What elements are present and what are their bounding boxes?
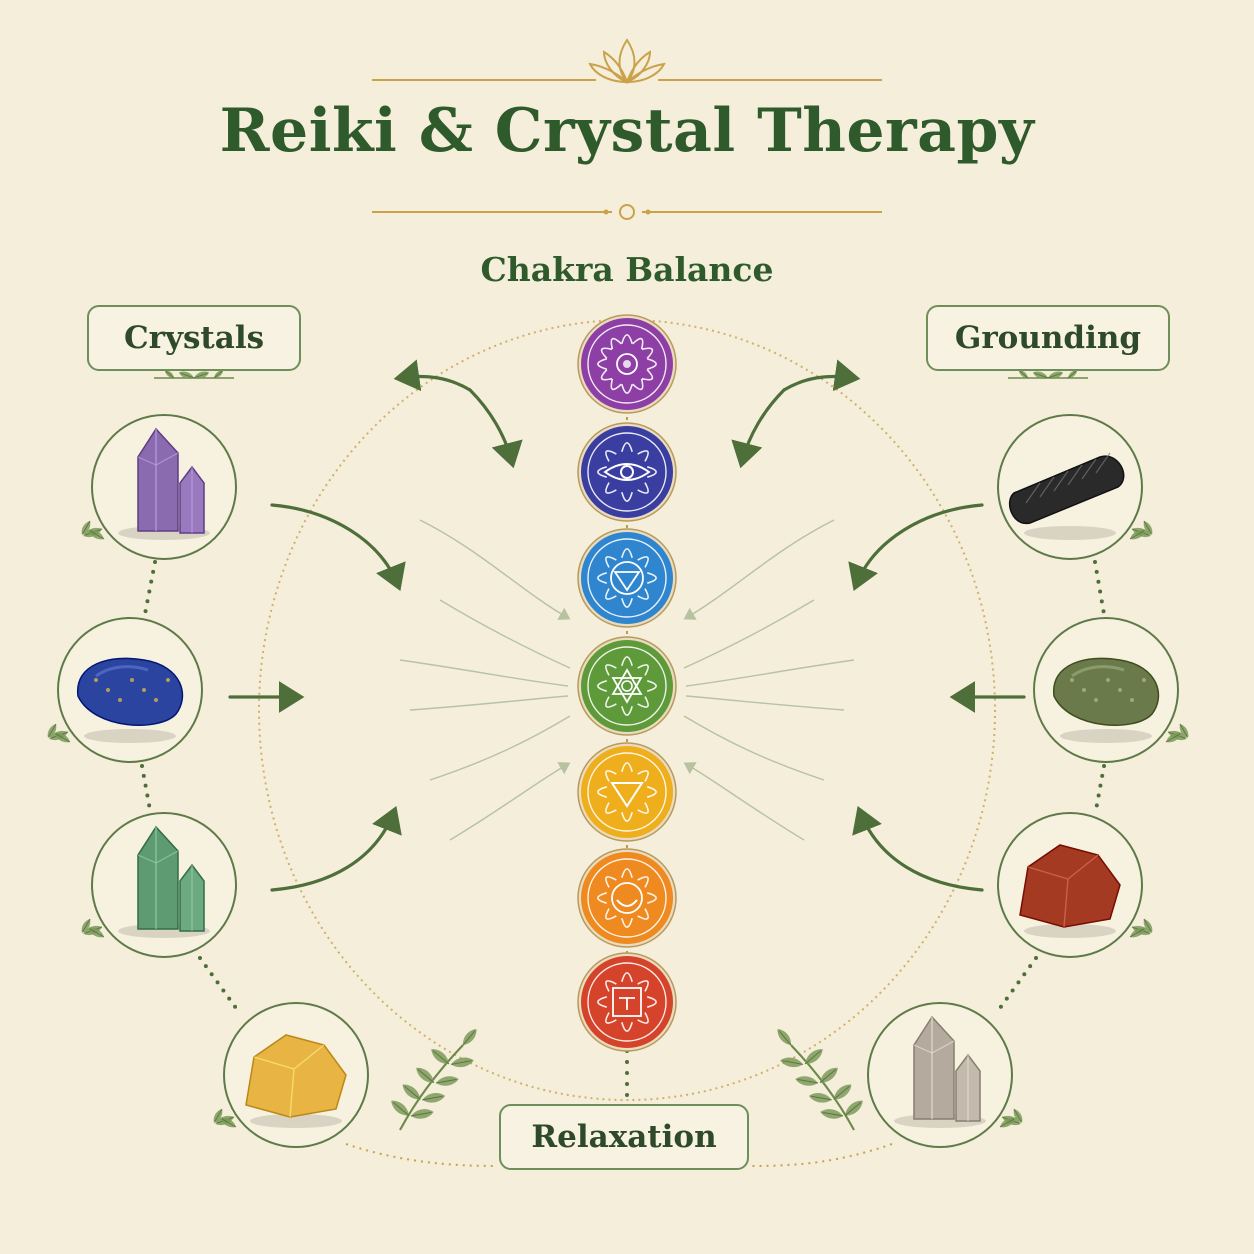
energy-flow-lines (399, 519, 855, 841)
leaf-icon (435, 1076, 459, 1086)
leaf-icon (780, 1057, 804, 1068)
red-jasper-icon (1019, 844, 1121, 938)
leaf-icon (410, 1109, 434, 1119)
leaf-icon (1032, 371, 1049, 379)
page-title: Reiki & Crystal Therapy (219, 96, 1035, 166)
crystal-lapis-lazuli (47, 617, 203, 763)
crystal-black-tourmaline (997, 414, 1153, 560)
laurel-sprig (777, 1029, 863, 1131)
crystal-circles (47, 414, 1189, 1148)
leaf-icon (193, 371, 210, 379)
leaf-icon (1143, 918, 1153, 933)
lapis-lazuli-icon (77, 657, 184, 743)
amethyst-icon (118, 427, 210, 540)
leaf-icon (164, 370, 175, 379)
leaf-icon (804, 1049, 823, 1065)
title-ornament-bottom (372, 204, 882, 220)
chakra-heart (577, 636, 677, 746)
leaf-icon (213, 1108, 223, 1123)
bottom-laurel-decorations (391, 1029, 863, 1131)
label-leaf-decorations (154, 370, 1088, 379)
crystal-amethyst (81, 414, 237, 560)
smoky-quartz-icon (894, 1015, 986, 1128)
green-aventurine-icon (118, 825, 210, 938)
leaf-icon (1018, 370, 1029, 379)
leaf-icon (795, 1076, 819, 1086)
lotus-icon (597, 334, 657, 394)
energy-field-ellipse (258, 319, 996, 1101)
leaf-icon (213, 370, 224, 379)
leaf-icon (819, 1067, 838, 1084)
citrine-icon (245, 1034, 347, 1128)
leaf-icon (402, 1084, 421, 1100)
star-icon (597, 656, 657, 716)
down-triangle-icon (597, 762, 657, 822)
black-tourmaline-icon (1009, 452, 1125, 540)
chakra-stack (577, 314, 677, 1052)
chakra-third-eye (577, 422, 677, 532)
leaf-icon (1179, 723, 1189, 738)
leaf-icon (422, 1093, 446, 1103)
leaf-icon (1047, 371, 1064, 379)
crystals-label: Crystals (87, 305, 301, 371)
leaf-icon (1129, 529, 1146, 540)
leaf-icon (820, 1109, 844, 1119)
leaf-icon (391, 1100, 410, 1116)
leaf-icon (220, 1117, 237, 1128)
chakra-root (577, 952, 677, 1052)
eye-icon (597, 442, 657, 502)
leaf-icon (81, 918, 91, 933)
crystal-green-aventurine (81, 812, 237, 958)
leaf-icon (1067, 370, 1078, 379)
crescent-icon (597, 868, 657, 928)
crystal-red-jasper (997, 812, 1153, 958)
leaf-icon (808, 1093, 832, 1103)
leaf-icon (1165, 732, 1182, 743)
grounding-label: Grounding (926, 305, 1170, 371)
chakra-balance-heading: Chakra Balance (480, 250, 774, 289)
chakra-solar-plexus (577, 742, 677, 852)
leaf-icon (54, 732, 71, 743)
leaf-icon (88, 529, 105, 540)
laurel-sprig (391, 1029, 477, 1131)
leaf-icon (47, 723, 57, 738)
relaxation-label: Relaxation (499, 1104, 749, 1170)
crystal-smoky-quartz (867, 1002, 1023, 1148)
moss-agate-icon (1053, 657, 1160, 743)
leaf-icon (777, 1029, 792, 1046)
leaf-icon (178, 371, 195, 379)
leaf-icon (833, 1084, 852, 1100)
crystal-moss-agate (1033, 617, 1189, 763)
crystal-citrine (213, 1002, 369, 1148)
title-ornament-top (372, 38, 882, 84)
lotus-icon (588, 38, 666, 84)
leaf-icon (999, 1117, 1016, 1128)
leaf-icon (81, 520, 91, 535)
leaf-icon (1129, 927, 1146, 938)
leaf-icon (431, 1049, 450, 1065)
square-icon (597, 972, 657, 1032)
curved-arrows (228, 359, 1026, 892)
chakra-sacral (577, 848, 677, 956)
leaf-icon (450, 1057, 474, 1068)
leaf-icon (88, 927, 105, 938)
leaf-icon (1143, 520, 1153, 535)
leaf-icon (844, 1100, 863, 1116)
chakra-throat (577, 528, 677, 640)
leaf-icon (462, 1029, 477, 1046)
triangle-circle-icon (597, 548, 657, 608)
leaf-icon (1013, 1108, 1023, 1123)
chakra-crown (577, 314, 677, 426)
leaf-icon (416, 1067, 435, 1084)
